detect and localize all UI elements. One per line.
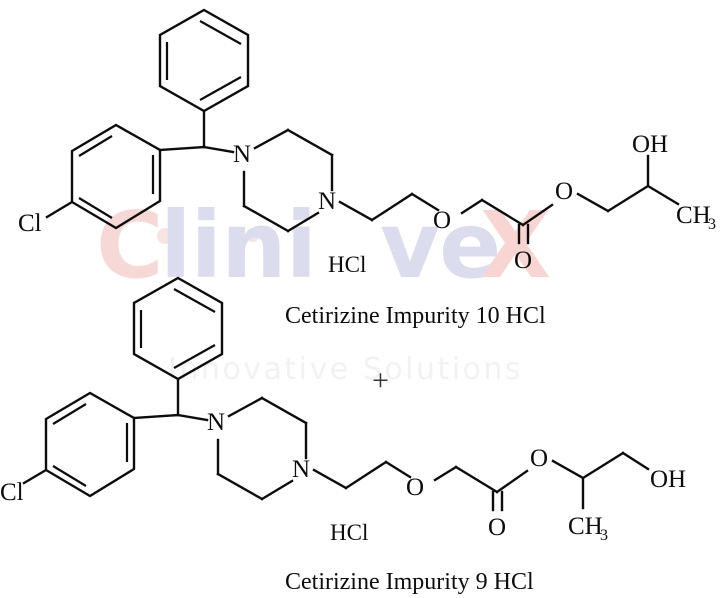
piperazine-ring-bottom: N N [207,396,310,501]
atom-label-oh-top: OH [632,131,668,158]
bond-choh-to-ch3-top [646,184,680,206]
atom-label-carbonyl-o-top: O [514,247,532,274]
atom-label-ether-o-bottom: O [406,474,424,501]
salt-label-impurity-9: HCl [330,520,368,545]
bond-ch2-to-ether-o-top [410,192,440,212]
bond-ch2-ch2-top [370,192,414,222]
atom-label-n1-bottom: N [207,409,225,436]
bond-ether-o-ch2-top [460,198,484,215]
structure-impurity-10: Cl N N O [18,8,716,329]
chlorophenyl-ring-top: Cl [18,123,162,237]
bond-ether-o-ch2-bottom [433,465,458,482]
salt-label-impurity-10: HCl [328,252,366,277]
atom-label-cl-bottom: Cl [0,479,24,506]
atom-label-ch3-sub-top: 3 [708,216,716,233]
bond-ch2-to-oh-bottom [621,451,650,471]
name-label-impurity-10: Cetirizine Impurity 10 HCl [285,303,546,329]
atom-label-ester-o-bottom: O [530,445,548,472]
bond-n2-ch2-top [338,200,374,222]
atom-label-n1-top: N [233,141,251,168]
atom-label-ether-o-top: O [433,207,451,234]
structure-impurity-9: Cl N N O [0,276,686,595]
name-label-impurity-9: Cetirizine Impurity 9 HCl [285,569,534,595]
atom-label-ch3-sub-bottom: 3 [600,527,608,544]
phenyl-ring-bottom [132,276,224,381]
bond-ring-to-chlorine-top [45,200,74,219]
carbonyl-group-bottom: O [488,490,506,541]
bond-ch-to-ch2-bottom [581,451,625,480]
plus-separator: + [372,364,389,397]
bond-ch2-to-ether-o-bottom [384,460,412,479]
bond-ester-o-to-ch-bottom [551,459,585,480]
bond-methine-to-chlorophenyl-top [158,145,206,152]
atom-label-n2-bottom: N [292,456,310,483]
atom-label-carbonyl-o-bottom: O [488,514,506,541]
bond-ch2-carbonyl-top [480,198,525,227]
bond-methine-to-n1-bottom [176,413,209,422]
bond-n2-ch2-bottom [312,468,348,490]
bond-methine-to-chlorophenyl-bottom [132,413,180,420]
phenyl-ring-top [158,8,250,113]
atom-label-n2-top: N [318,188,336,215]
atom-label-ch3-bottom: CH [568,513,603,540]
bond-ester-o-to-ch2-top [576,192,610,213]
bond-methine-to-n1-top [202,145,235,154]
bond-ch2-to-choh-top [606,184,650,213]
atom-label-ester-o-top: O [555,178,573,205]
piperazine-ring-top: N N [233,128,336,233]
bond-carbonyl-to-ester-o-top [521,203,554,227]
chlorophenyl-ring-bottom: Cl [0,391,136,506]
bond-carbonyl-to-ester-o-bottom [495,469,529,494]
bond-ring-to-chlorine-bottom [22,468,48,485]
atom-label-cl-top: Cl [18,210,42,237]
carbonyl-group-top: O [514,223,532,274]
bond-ch2-ch2-bottom [344,460,388,490]
atom-label-ch3-top: CH [676,202,711,229]
atom-label-oh-bottom: OH [650,466,686,493]
bond-ch2-carbonyl-bottom [454,465,499,494]
